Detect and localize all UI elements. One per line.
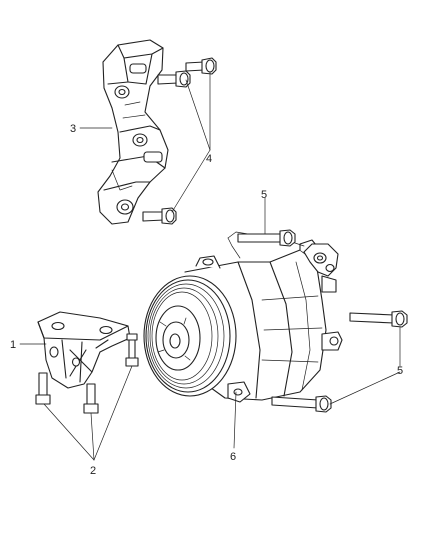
bracket-bolt-upper-right bbox=[185, 57, 217, 75]
callout-5-top: 5 bbox=[261, 189, 267, 201]
ac-compressor bbox=[143, 231, 343, 403]
leader-lines bbox=[19, 71, 401, 461]
bracket-bolt-lower bbox=[142, 207, 177, 225]
lower-bracket-bolt-center bbox=[83, 383, 99, 414]
callout-1: 1 bbox=[10, 339, 16, 351]
compressor-bolt-bottom bbox=[271, 395, 332, 413]
compressor-bolt-right bbox=[349, 310, 408, 328]
callout-4: 4 bbox=[206, 153, 212, 165]
callout-6: 6 bbox=[230, 451, 236, 463]
bracket-bolt-upper-left bbox=[157, 70, 191, 88]
lower-bracket-bolt-left bbox=[35, 372, 51, 405]
lower-bracket-bolt-right bbox=[125, 333, 139, 367]
compressor-bolt-top bbox=[237, 229, 296, 247]
upper-mounting-bracket bbox=[97, 39, 169, 225]
lower-mounting-bracket bbox=[37, 311, 131, 389]
callout-2: 2 bbox=[90, 465, 96, 477]
callout-5-right: 5 bbox=[397, 365, 403, 377]
callout-3: 3 bbox=[70, 123, 76, 135]
